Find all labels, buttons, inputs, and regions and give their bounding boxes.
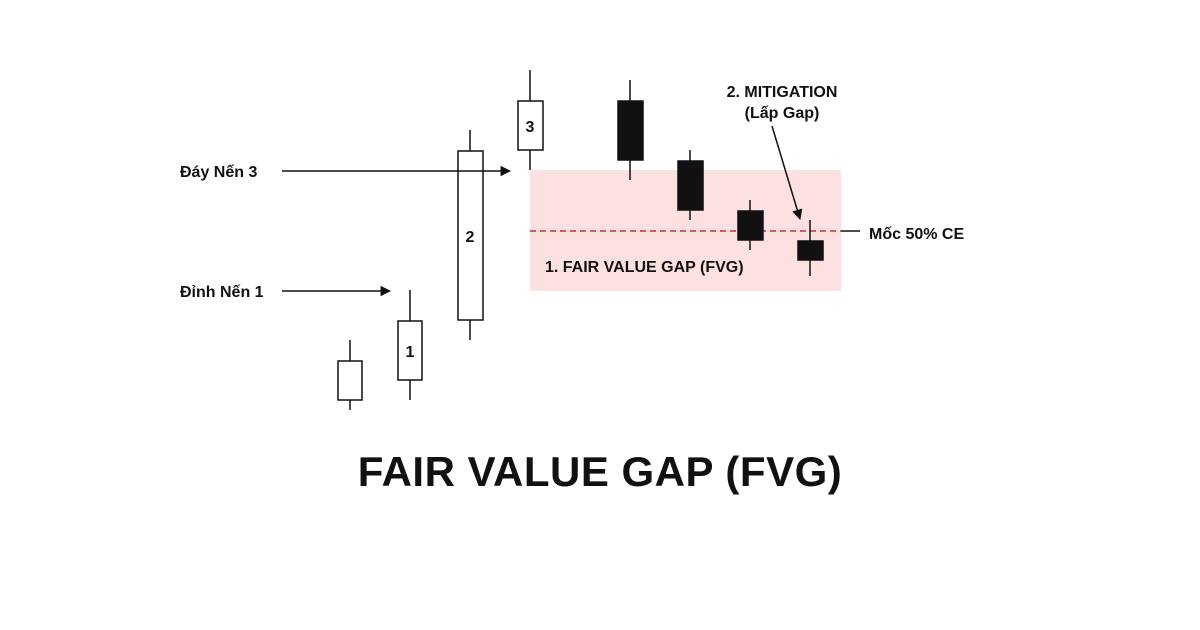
candle-3: 3 [517,70,544,170]
label-day-nen-3: Đáy Nến 3 [180,164,257,181]
page-title: FAIR VALUE GAP (FVG) [357,448,843,495]
label-mitigation: 2. MITIGATION [727,84,838,101]
candle-3-label: 3 [526,119,535,136]
candle-6 [737,200,764,250]
candle-2-label: 2 [466,229,475,246]
label-fvg-zone: 1. FAIR VALUE GAP (FVG) [545,259,744,276]
label-mitigation-sub: (Lấp Gap) [745,105,820,122]
label-dinh-nen-1: Đỉnh Nến 1 [180,284,264,301]
candle-1: 1 [397,290,423,400]
candle-5 [677,150,704,220]
arrow-mitigation [771,125,803,221]
candle-7 [797,220,824,276]
label-ce-level: Mốc 50% CE [869,226,964,243]
candle-2: 2 [457,130,484,340]
candle-4 [617,80,644,180]
candle-0 [337,340,363,410]
candle-1-label: 1 [406,344,415,361]
